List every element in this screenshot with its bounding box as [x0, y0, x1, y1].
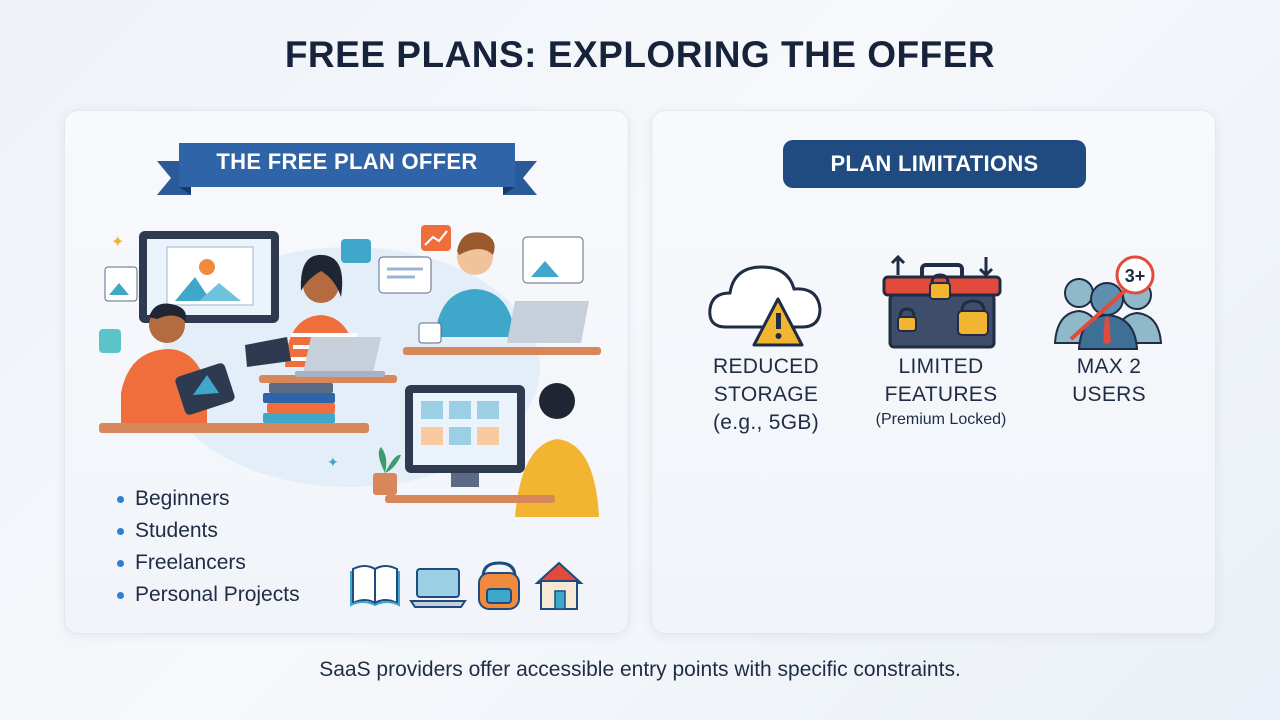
list-item: Personal Projects: [115, 579, 300, 611]
locked-toolbox-icon: [882, 254, 1002, 349]
cloud-warning-icon: [708, 265, 822, 347]
audience-icon-row: [350, 561, 584, 610]
limit-storage-line1: REDUCED: [713, 355, 819, 378]
list-item: Students: [115, 515, 300, 547]
house-icon: [534, 561, 584, 610]
audience-list: Beginners Students Freelancers Personal …: [115, 483, 300, 611]
limit-users: 3+ MAX 2 USERS: [1048, 253, 1170, 409]
backpack-icon: [478, 561, 520, 610]
page-title: FREE PLANS: EXPLORING THE OFFER: [284, 34, 996, 75]
limit-features-note: (Premium Locked): [875, 411, 1007, 428]
people-working-illustration: ✦ ✦: [99, 225, 601, 517]
limit-features: LIMITED FEATURES (Premium Locked): [856, 253, 1026, 429]
laptop-icon: [409, 568, 467, 608]
caption: SaaS providers offer accessible entry po…: [319, 658, 961, 681]
limitations-heading: PLAN LIMITATIONS: [783, 140, 1086, 188]
list-item: Freelancers: [115, 547, 300, 579]
limit-storage: REDUCED STORAGE (e.g., 5GB): [698, 253, 834, 437]
book-icon: [350, 565, 400, 607]
list-item: Beginners: [115, 483, 300, 515]
free-plan-panel: THE FREE PLAN OFFER: [64, 110, 629, 634]
limit-features-line2: FEATURES: [884, 383, 998, 406]
limit-storage-line2: STORAGE: [713, 383, 819, 406]
limit-users-line2: USERS: [1072, 383, 1146, 406]
limit-features-line1: LIMITED: [898, 355, 984, 378]
limit-users-line1: MAX 2: [1076, 355, 1142, 378]
free-plan-banner: THE FREE PLAN OFFER: [157, 139, 537, 199]
max-users-icon: 3+: [1053, 255, 1163, 350]
limit-storage-example: (e.g., 5GB): [712, 411, 819, 434]
users-limit-badge: 3+: [1125, 266, 1146, 286]
plan-limitations-panel: PLAN LIMITATIONS REDUCED STORAGE (e.g., …: [651, 110, 1216, 634]
svg-text:✦: ✦: [111, 232, 124, 251]
svg-text:✦: ✦: [327, 455, 339, 471]
banner-label: THE FREE PLAN OFFER: [216, 149, 478, 174]
